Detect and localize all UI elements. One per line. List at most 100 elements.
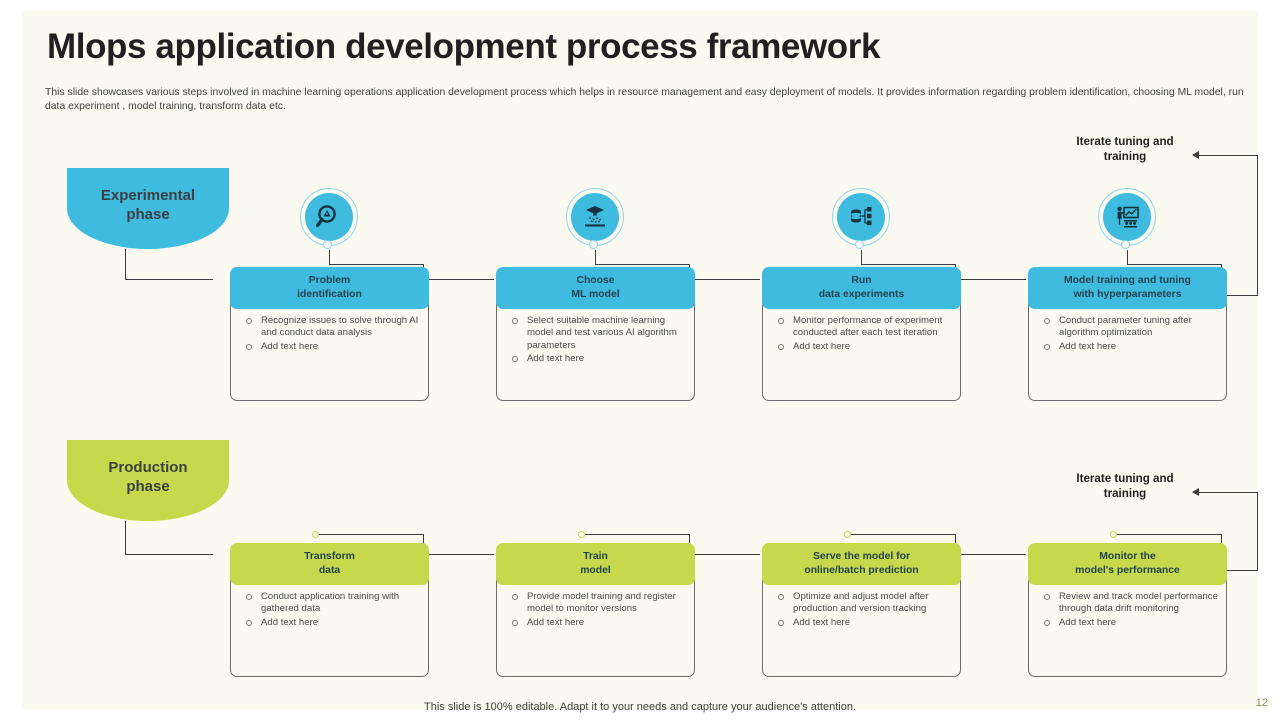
card-title: Train model: [574, 550, 617, 577]
card-header[interactable]: Monitor the model's performance: [1028, 543, 1227, 585]
card-body: Select suitable machine learning model a…: [496, 303, 695, 401]
node-dot-icon-monitor-performance: [1110, 531, 1117, 538]
connector-icon-exp-3-v: [861, 250, 862, 265]
card-title: Problem identification: [291, 274, 368, 301]
card-title-line1: Run: [851, 275, 872, 287]
card-title: Transform data: [298, 550, 361, 577]
card-choose-ml-model[interactable]: Choose ML model Select suitable machine …: [496, 267, 695, 401]
list-item: Recognize issues to solve through AI and…: [241, 315, 420, 340]
phase-badge-production-line1: Production: [108, 458, 188, 476]
card-header[interactable]: Choose ML model: [496, 267, 695, 309]
connector-prod-2-3: [676, 554, 760, 555]
icon-anchor-dot: [855, 240, 864, 249]
list-item: Monitor performance of experiment conduc…: [773, 315, 952, 340]
card-bullet-list: Optimize and adjust model after producti…: [773, 591, 952, 629]
card-train-model[interactable]: Train model Provide model training and r…: [496, 543, 695, 677]
card-title-line2: online/batch prediction: [804, 565, 919, 576]
phase-badge-production-line2: phase: [126, 477, 170, 495]
connector-node-prod-3-h: [851, 534, 955, 535]
page-subtitle: This slide showcases various steps invol…: [45, 87, 1244, 112]
phase-badge-production[interactable]: Production phase: [67, 440, 229, 521]
card-body: Review and track model performance throu…: [1028, 579, 1227, 677]
icon-circle-model-training-tuning[interactable]: [1098, 188, 1156, 249]
connector-prod-1-2: [410, 554, 494, 555]
node-dot-icon-train-model: [578, 531, 585, 538]
connector-node-prod-1-drop: [423, 534, 424, 544]
phase-badge-production-label: Production phase: [108, 459, 187, 503]
phase-badge-experimental[interactable]: Experimental phase: [67, 168, 229, 249]
card-transform-data[interactable]: Transform data Conduct application train…: [230, 543, 429, 677]
connector-exp-1-2: [410, 279, 494, 280]
loop-exp-bottom: [1208, 295, 1258, 296]
icon-circle-choose-ml-model[interactable]: [566, 188, 624, 249]
connector-exp-badge-vertical: [125, 249, 126, 280]
list-item: Add text here: [773, 617, 952, 629]
card-header[interactable]: Train model: [496, 543, 695, 585]
presenter-training-icon: [1103, 193, 1151, 241]
card-bullet-list: Recognize issues to solve through AI and…: [241, 315, 420, 353]
loop-prod-arrowhead-icon: [1192, 488, 1199, 496]
connector-icon-exp-1-h: [329, 264, 423, 265]
connector-prod-badge-horizontal: [125, 554, 213, 555]
connector-node-prod-3-drop: [955, 534, 956, 544]
footer-note: This slide is 100% editable. Adapt it to…: [424, 701, 856, 713]
card-bullet-list: Review and track model performance throu…: [1039, 591, 1218, 629]
connector-icon-exp-2-h: [595, 264, 689, 265]
card-title: Monitor the model's performance: [1069, 550, 1186, 577]
phase-badge-experimental-line2: phase: [126, 205, 170, 223]
card-title-line1: Serve the model for: [812, 551, 910, 563]
list-item: Add text here: [1039, 617, 1218, 629]
connector-icon-exp-4-v: [1127, 250, 1128, 265]
card-bullet-list: Monitor performance of experiment conduc…: [773, 315, 952, 353]
list-item: Conduct parameter tuning after algorithm…: [1039, 315, 1218, 340]
connector-prod-3-4: [942, 554, 1026, 555]
card-header[interactable]: Problem identification: [230, 267, 429, 309]
card-header[interactable]: Model training and tuning with hyperpara…: [1028, 267, 1227, 309]
card-title-line2: model's performance: [1075, 565, 1180, 576]
loop-prod-right: [1257, 492, 1258, 571]
list-item: Add text here: [773, 341, 952, 353]
icon-anchor-dot: [1121, 240, 1130, 249]
card-body: Provide model training and register mode…: [496, 579, 695, 677]
icon-circle-run-data-experiments[interactable]: [832, 188, 890, 249]
connector-icon-exp-2-v: [595, 250, 596, 265]
loop-prod-top: [1198, 492, 1258, 493]
card-title-line1: Choose: [576, 275, 615, 287]
list-item: Optimize and adjust model after producti…: [773, 591, 952, 616]
card-title: Choose ML model: [565, 274, 625, 301]
loop-prod-label-line1: Iterate tuning and: [1076, 472, 1174, 485]
card-body: Conduct parameter tuning after algorithm…: [1028, 303, 1227, 401]
card-bullet-list: Conduct parameter tuning after algorithm…: [1039, 315, 1218, 353]
card-header[interactable]: Run data experiments: [762, 267, 961, 309]
card-title-line1: Model training and tuning: [1064, 275, 1191, 287]
card-run-data-experiments[interactable]: Run data experiments Monitor performance…: [762, 267, 961, 401]
magnifier-alert-icon: [305, 193, 353, 241]
loop-exp-label-line1: Iterate tuning and: [1076, 135, 1174, 148]
card-monitor-performance[interactable]: Monitor the model's performance Review a…: [1028, 543, 1227, 677]
card-body: Monitor performance of experiment conduc…: [762, 303, 961, 401]
card-body: Optimize and adjust model after producti…: [762, 579, 961, 677]
card-body: Recognize issues to solve through AI and…: [230, 303, 429, 401]
card-title: Run data experiments: [813, 274, 910, 301]
card-header[interactable]: Serve the model for online/batch predict…: [762, 543, 961, 585]
card-problem-identification[interactable]: Problem identification Recognize issues …: [230, 267, 429, 401]
loop-exp-label-line2: training: [1103, 150, 1147, 164]
list-item: Add text here: [507, 353, 686, 365]
card-model-training-tuning[interactable]: Model training and tuning with hyperpara…: [1028, 267, 1227, 401]
card-title-line2: with hyperparameters: [1073, 289, 1182, 300]
node-dot-icon-serve-model: [844, 531, 851, 538]
connector-node-prod-4-h: [1117, 534, 1221, 535]
list-item: Add text here: [1039, 341, 1218, 353]
loop-exp-label: Iterate tuning and training: [1045, 134, 1205, 164]
card-header[interactable]: Transform data: [230, 543, 429, 585]
card-bullet-list: Conduct application training with gather…: [241, 591, 420, 629]
card-title-line2: data: [318, 565, 341, 576]
list-item: Add text here: [507, 617, 686, 629]
loop-prod-label-line2: training: [1103, 487, 1147, 501]
icon-circle-problem-identification[interactable]: [300, 188, 358, 249]
connector-icon-exp-1-v: [329, 250, 330, 265]
icon-anchor-dot: [323, 240, 332, 249]
card-serve-model[interactable]: Serve the model for online/batch predict…: [762, 543, 961, 677]
list-item: Conduct application training with gather…: [241, 591, 420, 616]
